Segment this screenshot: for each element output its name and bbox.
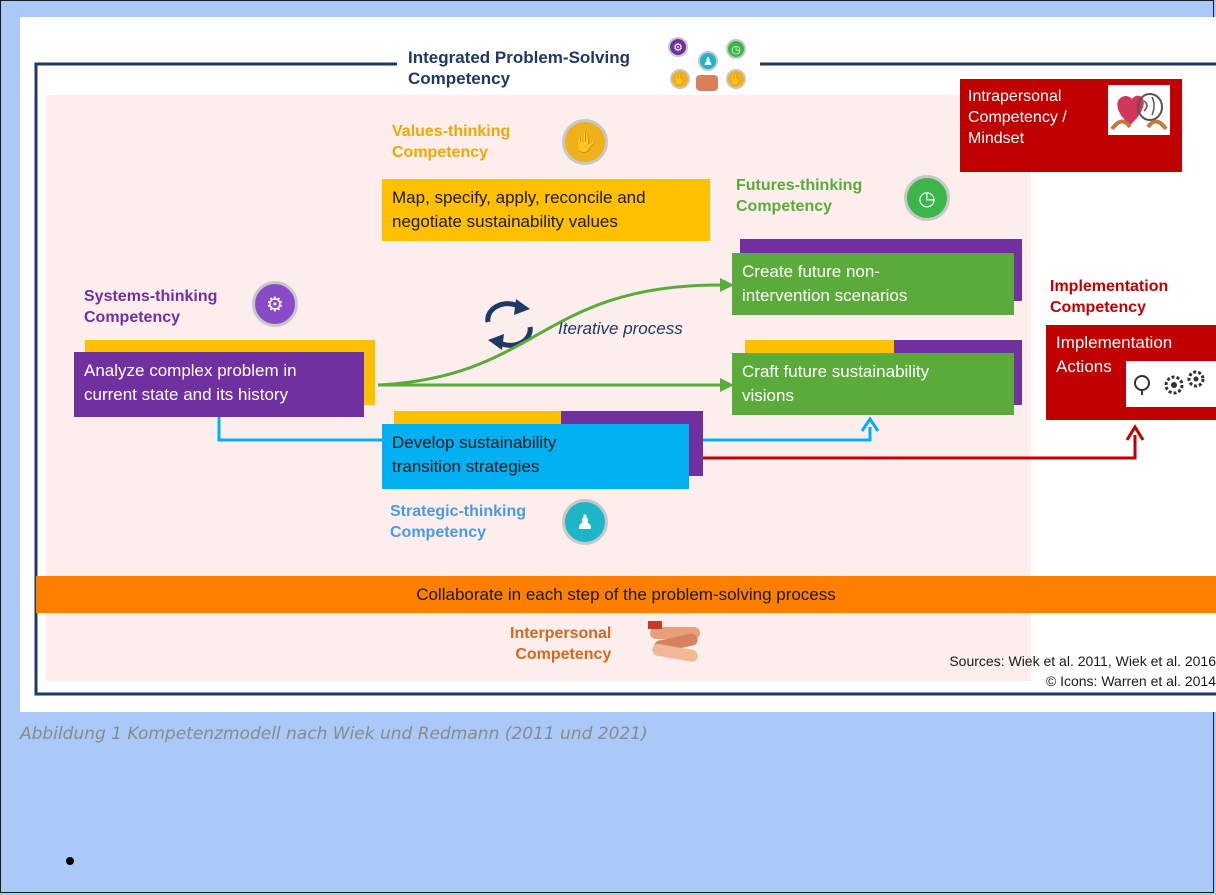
integrated-icon-cluster: ⚙ ◷ ♟ ✋ ✋: [668, 37, 750, 93]
strategic-heading: Strategic-thinking Competency: [390, 503, 527, 541]
collaborate-text: Collaborate in each step of the problem-…: [416, 585, 836, 604]
visions-box: Craft future sustainability visions: [732, 353, 1014, 415]
arrow-strategies-to-implementation: [688, 435, 1137, 460]
futures-heading: Futures-thinking Competency: [736, 177, 863, 215]
hands-together-icon: [646, 617, 704, 671]
values-mini-icon: ✋: [670, 69, 690, 89]
arrow-head-scenarios: [720, 278, 734, 292]
implementation-gears-icon: [1126, 361, 1216, 407]
values-box: Map, specify, apply, reconcile and negot…: [382, 179, 710, 241]
arrow-systems-to-strategies: [217, 417, 382, 442]
arrow-head-visions: [720, 378, 734, 392]
icons-credit-text: © Icons: Warren et al. 2014: [1045, 673, 1216, 689]
iterative-label: Iterative process: [558, 319, 683, 338]
values-hand-icon: ✋: [562, 119, 608, 165]
systems-box: Analyze complex problem in current state…: [74, 352, 364, 417]
scenarios-box: Create future non- intervention scenario…: [732, 253, 1014, 315]
futures-mini-icon: ◷: [726, 39, 746, 59]
futures-clock-icon: ◷: [904, 175, 950, 221]
sources-credit: Sources: Wiek et al. 2011, Wiek et al. 2…: [949, 651, 1216, 691]
heart-brain-icon: [1108, 85, 1170, 135]
values-heading: Values-thinking Competency: [392, 123, 511, 161]
values-mini-icon-2: ✋: [726, 69, 746, 89]
interpersonal-heading: Interpersonal Competency: [510, 625, 612, 663]
systems-mini-icon: ⚙: [668, 37, 688, 57]
hands-mini-icon: [696, 75, 718, 91]
list-bullet: [66, 857, 74, 865]
competency-model-figure: Integrated Problem-Solving Competency ⚙ …: [20, 17, 1216, 712]
implementation-heading: Implementation Competency: [1050, 278, 1169, 316]
arrow-strategies-to-visions: [688, 427, 872, 442]
integrated-heading: Integrated Problem-Solving Competency: [408, 48, 630, 88]
integrated-frame-left: [34, 62, 1216, 696]
sources-text: Sources: Wiek et al. 2011, Wiek et al. 2…: [949, 653, 1216, 669]
strategies-box: Develop sustainability transition strate…: [382, 424, 689, 489]
systems-heading: Systems-thinking Competency: [84, 288, 218, 326]
systems-gear-icon: ⚙: [252, 281, 298, 327]
arrow-to-scenarios: [377, 283, 721, 387]
figure-caption: Abbildung 1 Kompetenzmodell nach Wiek un…: [20, 724, 648, 744]
strategic-pawn-icon: ♟: [562, 499, 608, 545]
collaborate-bar: [36, 576, 1216, 613]
strategic-mini-icon: ♟: [698, 51, 718, 71]
